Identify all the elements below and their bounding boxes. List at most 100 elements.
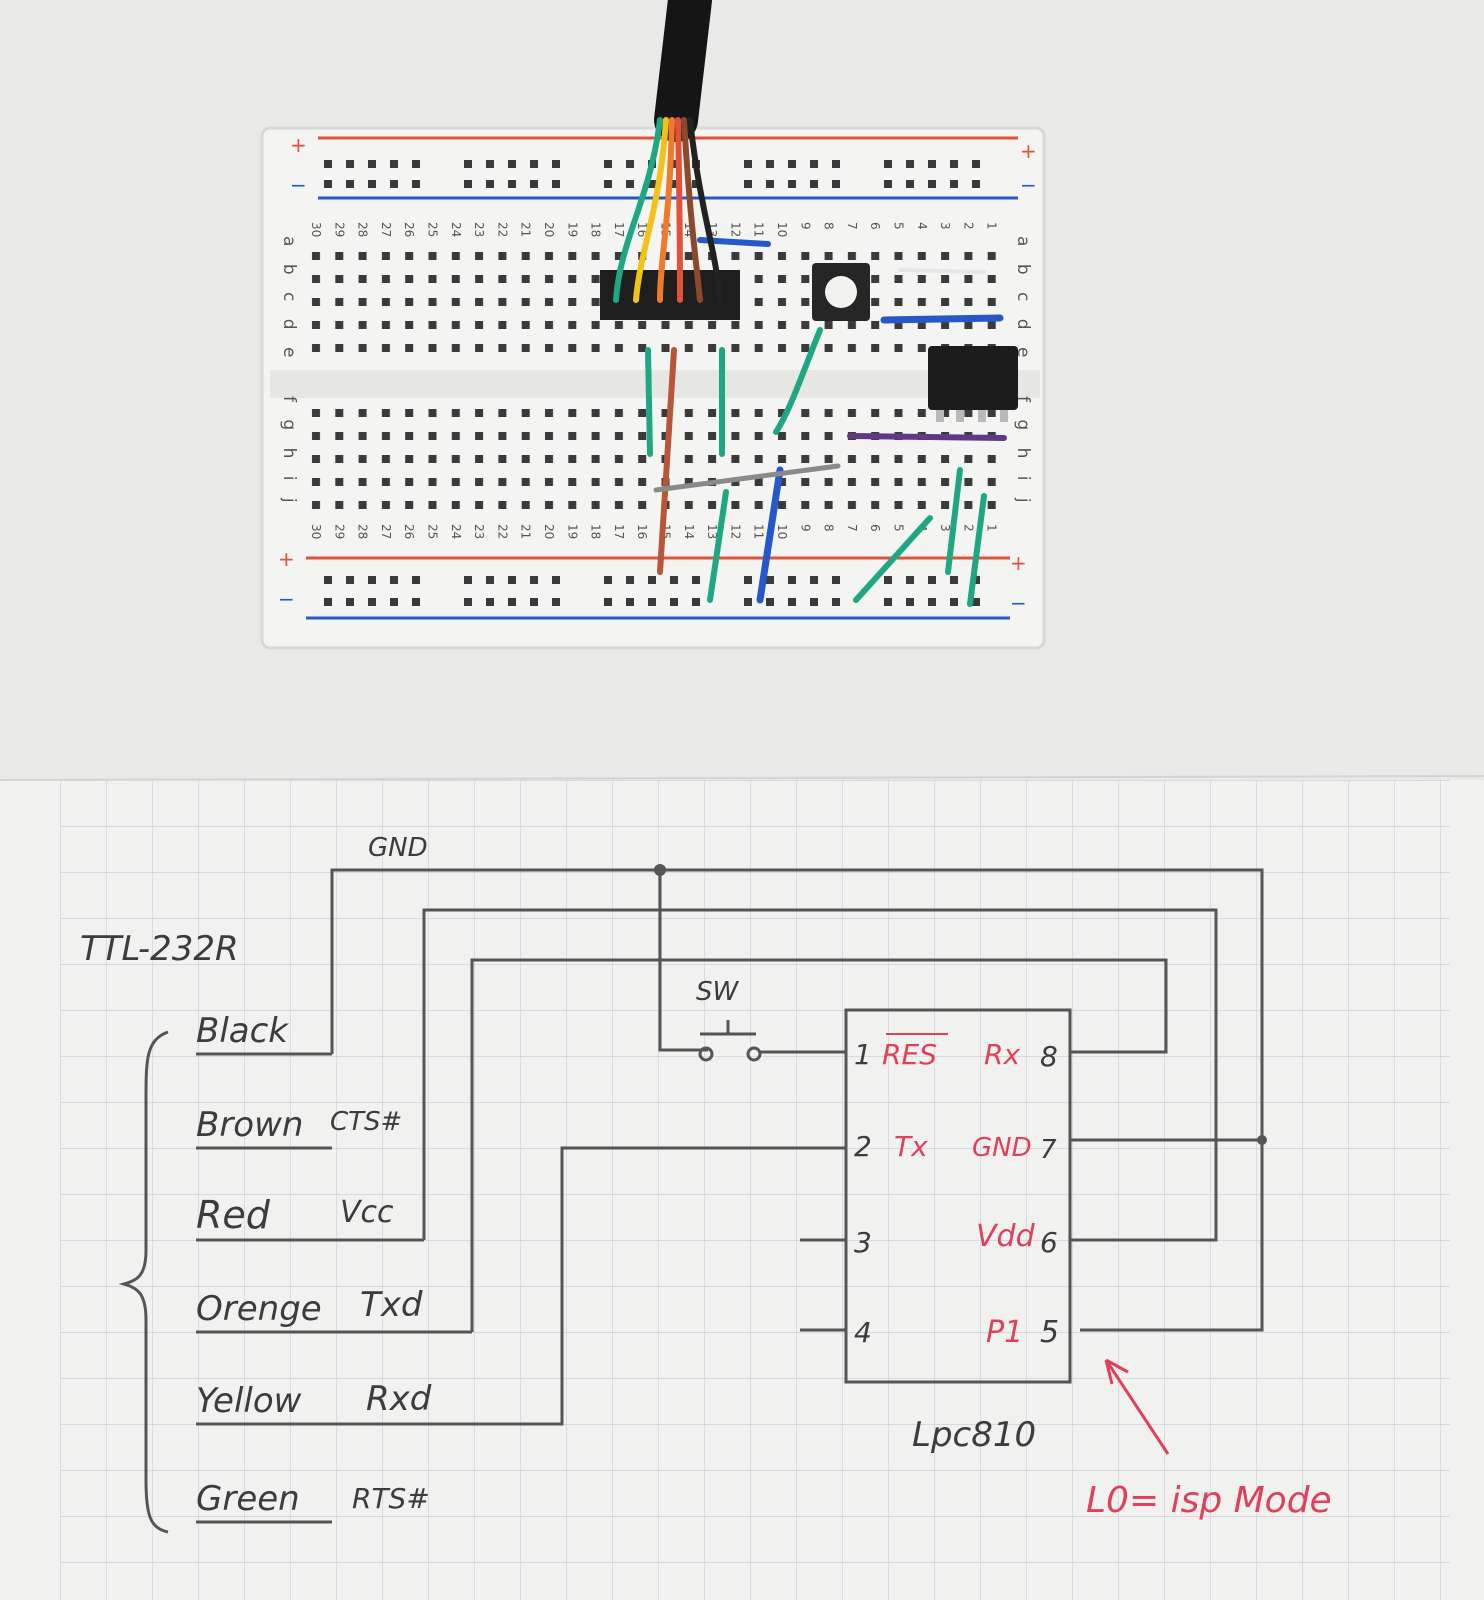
rail-hole	[412, 576, 420, 584]
rail-hole	[972, 598, 980, 606]
rail-hole	[884, 180, 892, 188]
column-number: 25	[426, 524, 440, 539]
row-labels-left-top: a b c d e	[279, 236, 299, 363]
rail-hole	[324, 180, 332, 188]
column-number: 27	[379, 524, 393, 539]
rail-hole	[390, 576, 398, 584]
column-number: 25	[426, 222, 440, 237]
column-number: 23	[472, 222, 486, 237]
rail-hole	[604, 598, 612, 606]
rail-hole	[810, 598, 818, 606]
rail-hole	[508, 160, 516, 168]
rail-hole	[530, 180, 538, 188]
column-number: 2	[961, 524, 975, 532]
rail-hole	[884, 160, 892, 168]
rail-hole	[788, 598, 796, 606]
pin-name-gnd: GND	[972, 1133, 1032, 1163]
column-number: 29	[332, 222, 346, 237]
column-number: 18	[589, 222, 603, 237]
rail-hole	[530, 576, 538, 584]
rail-hole	[950, 598, 958, 606]
rail-hole	[346, 598, 354, 606]
column-number: 28	[356, 222, 370, 237]
rail-hole	[324, 576, 332, 584]
wire-blue-3	[756, 466, 784, 604]
rail-hole	[832, 180, 840, 188]
column-number: 9	[798, 222, 812, 230]
rail-hole	[810, 160, 818, 168]
rail-hole	[412, 160, 420, 168]
column-number: 6	[868, 222, 882, 230]
wire-green-1	[645, 347, 653, 457]
push-button-cap	[825, 276, 857, 308]
rail-hole	[788, 576, 796, 584]
wire-green-6	[945, 467, 963, 575]
cable-color-red: Red	[196, 1193, 271, 1237]
sw-gnd-leg	[658, 870, 708, 1052]
rail-hole	[604, 160, 612, 168]
column-number: 26	[402, 222, 416, 237]
wire-white	[898, 268, 986, 274]
rail-hole	[486, 160, 494, 168]
rail-hole	[486, 598, 494, 606]
rail-hole	[884, 576, 892, 584]
cable-color-yellow: Yellow	[196, 1381, 302, 1421]
column-number: 10	[775, 222, 789, 237]
rail-hole	[508, 598, 516, 606]
pin-num-7: 7	[1040, 1135, 1057, 1165]
pin-num-1: 1	[854, 1038, 872, 1071]
rail-hole	[884, 598, 892, 606]
column-number: 13	[705, 524, 719, 539]
column-number: 29	[332, 524, 346, 539]
rail-minus-top-right: −	[1020, 173, 1037, 197]
graph-grid	[60, 780, 1450, 1600]
column-number: 1	[985, 222, 999, 230]
rail-hole	[810, 180, 818, 188]
rail-hole	[744, 576, 752, 584]
rail-hole	[906, 598, 914, 606]
rail-hole	[766, 180, 774, 188]
rail-hole	[692, 598, 700, 606]
rail-hole	[390, 598, 398, 606]
pin-name-rx: Rx	[984, 1038, 1020, 1071]
column-number: 3	[938, 222, 952, 230]
wire-green-5	[853, 515, 933, 603]
rail-hole	[972, 160, 980, 168]
cable-color-black: Black	[196, 1011, 289, 1051]
column-number: 9	[798, 524, 812, 532]
rail-hole	[670, 160, 678, 168]
wire-green-3	[773, 327, 823, 435]
column-number: 8	[822, 524, 836, 532]
rail-minus-bottom-right: −	[1010, 591, 1027, 615]
rail-hole	[906, 576, 914, 584]
column-number: 24	[449, 222, 463, 237]
rail-hole	[670, 576, 678, 584]
cable-color-brown: Brown	[196, 1105, 303, 1145]
rail-hole	[950, 180, 958, 188]
rail-hole	[346, 180, 354, 188]
rail-hole	[670, 180, 678, 188]
column-number: 27	[379, 222, 393, 237]
rail-hole	[832, 576, 840, 584]
rail-minus-bottom-left: −	[278, 587, 295, 611]
column-number: 14	[682, 524, 696, 539]
rail-hole	[906, 160, 914, 168]
column-number: 20	[542, 524, 556, 539]
rail-hole	[508, 180, 516, 188]
device-label: TTL-232R	[80, 929, 239, 969]
rail-hole	[670, 598, 678, 606]
rail-hole	[346, 160, 354, 168]
cable-brace	[118, 1030, 169, 1534]
column-number: 10	[775, 524, 789, 539]
rail-hole	[464, 180, 472, 188]
rail-hole	[346, 576, 354, 584]
column-number: 21	[519, 222, 533, 237]
column-number: 23	[472, 524, 486, 539]
rail-hole	[788, 180, 796, 188]
chip-name: Lpc810	[912, 1415, 1036, 1455]
column-number: 2	[961, 222, 975, 230]
gnd-net	[330, 868, 1264, 1332]
column-number: 30	[309, 222, 323, 237]
rail-hole	[486, 180, 494, 188]
